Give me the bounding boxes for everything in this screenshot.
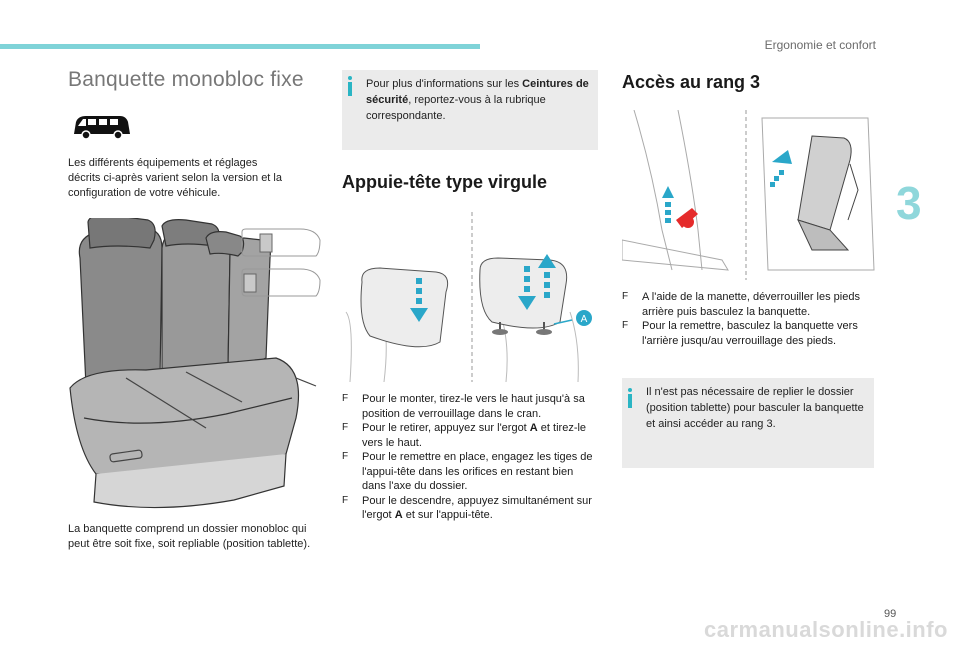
row3-access-title: Accès au rang 3 — [622, 72, 761, 92]
info-icon — [348, 76, 352, 96]
intro-paragraph: Les différents équipements et réglages d… — [68, 157, 282, 199]
van-icon — [70, 112, 132, 142]
bench-seat-illustration — [66, 218, 328, 514]
chapter-number: 3 — [896, 177, 922, 229]
section-title: Ergonomie et confort — [764, 38, 876, 52]
van-top-view-icons — [240, 228, 324, 308]
info-text: Il n'est pas nécessaire de replier le do… — [646, 386, 864, 430]
page-number: 99 — [884, 608, 897, 620]
watermark: carmanualsonline.info — [704, 617, 948, 642]
info-text: Pour plus d'informations sur les Ceintur… — [366, 78, 589, 122]
headrest-section-title: Appuie-tête type virgule — [342, 172, 548, 192]
header-accent-bar — [0, 44, 480, 49]
page-title: Banquette monobloc fixe — [68, 68, 304, 91]
row3-info-box: Il n'est pas nécessaire de replier le do… — [622, 378, 874, 468]
bench-caption: La banquette comprend un dossier monoblo… — [68, 523, 311, 550]
row3-access-illustration — [622, 110, 878, 280]
headrest-illustration: A — [340, 212, 604, 382]
info-icon — [628, 388, 632, 408]
seatbelt-info-box: Pour plus d'informations sur les Ceintur… — [342, 70, 598, 150]
figure-label-a: A — [581, 314, 588, 325]
